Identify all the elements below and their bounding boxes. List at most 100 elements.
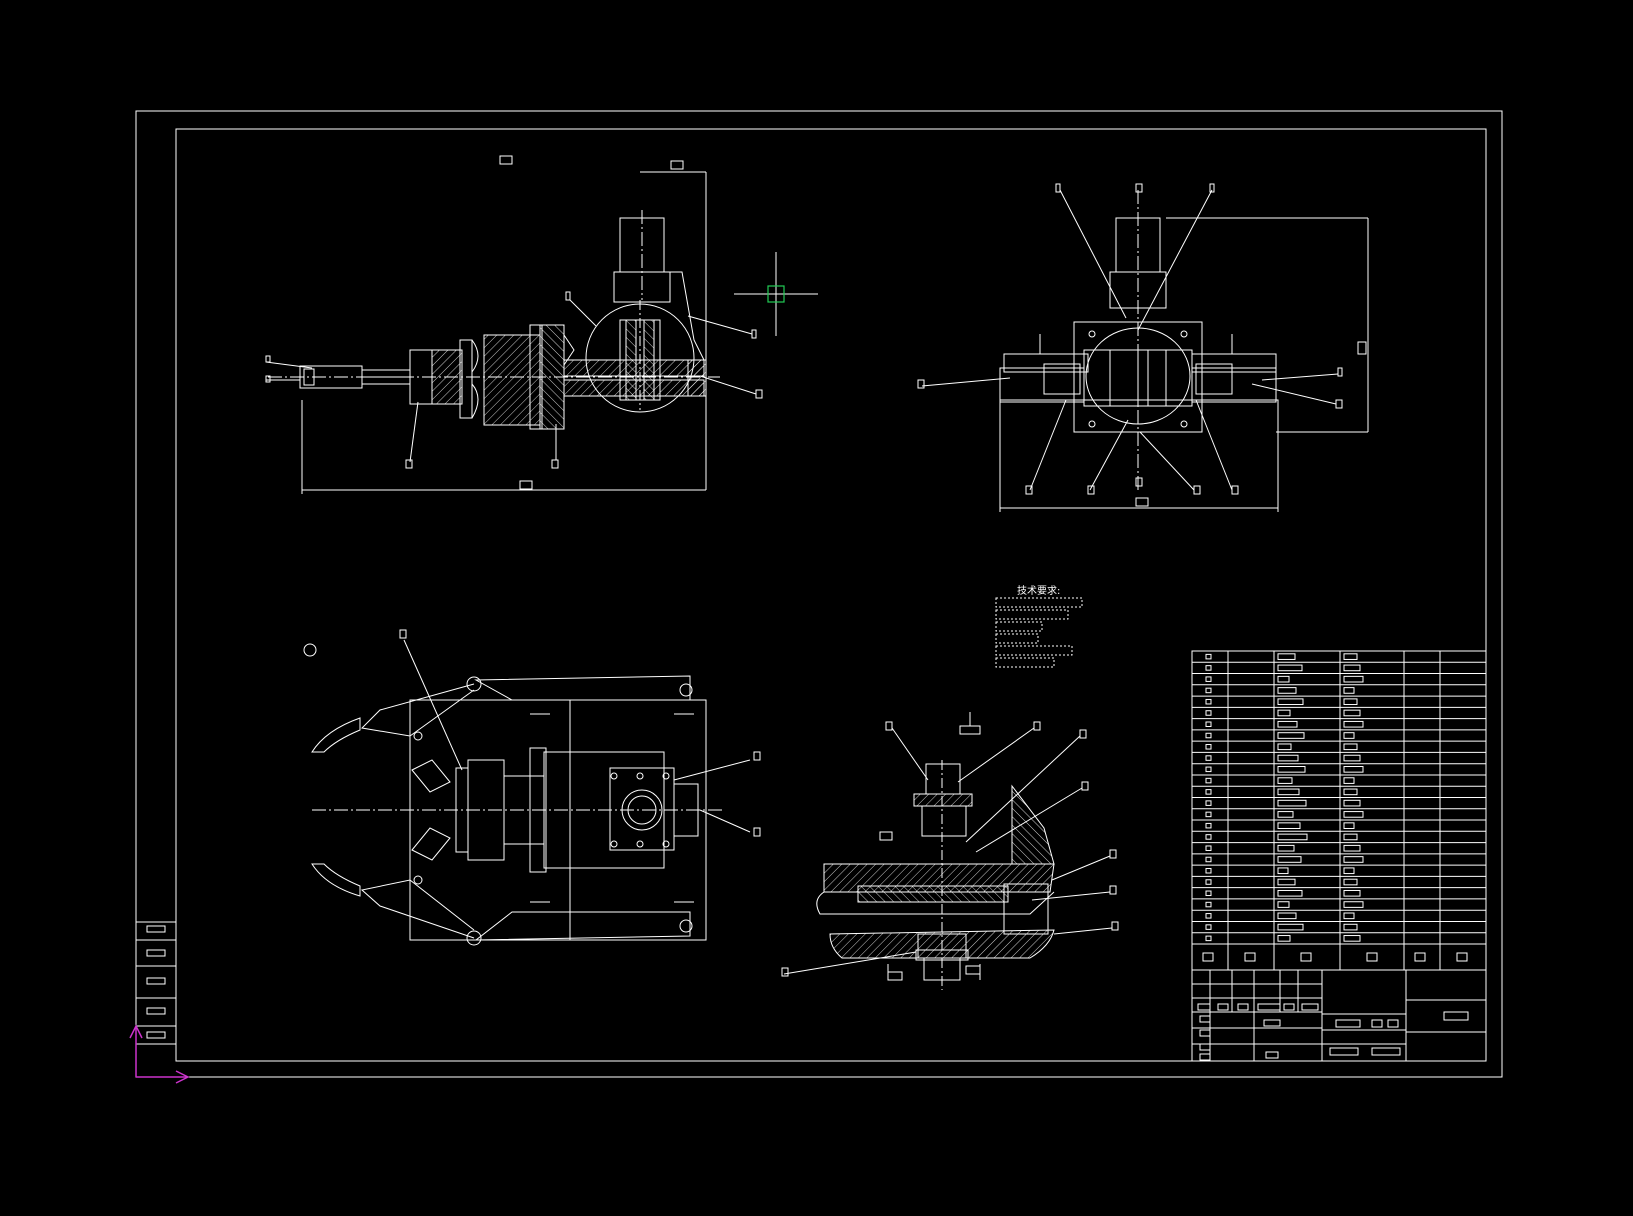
parts-row-number-box — [1205, 653, 1212, 660]
ucs-icon — [129, 1024, 190, 1084]
label-box — [887, 971, 903, 981]
parts-row-material-box — [1343, 867, 1355, 875]
parts-row-material-box — [1343, 799, 1361, 807]
detail-section[interactable] — [781, 712, 1119, 990]
parts-row-material-box — [1343, 833, 1358, 841]
parts-row-number-box — [1205, 710, 1212, 716]
label-box — [965, 965, 981, 975]
label-box — [551, 459, 559, 469]
title-block[interactable] — [1191, 969, 1487, 1062]
parts-row-number-box — [1205, 924, 1212, 930]
cursor-pickbox — [767, 285, 785, 303]
parts-row-name-box — [1277, 856, 1302, 863]
section-label-box — [959, 725, 981, 735]
parts-row-name-box — [1277, 833, 1308, 841]
parts-row-name-box — [1277, 901, 1290, 908]
parts-row-material-box — [1343, 698, 1358, 706]
tech-requirements-title: 技术要求: — [1017, 584, 1060, 597]
parts-row-name-box — [1277, 822, 1301, 829]
binding-strip — [135, 921, 177, 1045]
parts-row-number-box — [1205, 845, 1212, 851]
label-box — [755, 389, 763, 399]
parts-row-number-box — [1205, 789, 1212, 795]
label-box — [1135, 183, 1143, 193]
label-box — [1109, 849, 1117, 859]
parts-row-material-box — [1343, 811, 1364, 818]
parts-row-name-box — [1277, 867, 1289, 875]
parts-list-frame — [1191, 650, 1487, 971]
parts-row-number-box — [1205, 766, 1212, 773]
parts-row-name-box — [1277, 935, 1291, 942]
label-box — [1025, 485, 1033, 495]
inner-border — [175, 128, 1487, 1062]
parts-list-table[interactable] — [1191, 650, 1487, 971]
parts-row-number-box — [1205, 834, 1212, 840]
parts-row-name-box — [1277, 698, 1304, 706]
label-box — [1135, 497, 1149, 507]
parts-row-number-box — [1205, 800, 1212, 806]
tech-requirements-note: 技术要求: — [995, 584, 1083, 668]
outer-border — [135, 110, 1503, 1078]
parts-row-number-box — [1205, 901, 1212, 908]
parts-row-number-box — [1205, 935, 1212, 942]
parts-row-name-box — [1277, 687, 1297, 694]
label-box — [1033, 721, 1041, 731]
label-box — [751, 329, 757, 339]
label-box — [405, 459, 413, 469]
parts-row-number-box — [1205, 913, 1212, 919]
parts-row-name-box — [1277, 664, 1303, 672]
drawing-frame — [135, 110, 1503, 1078]
label-box — [499, 155, 513, 165]
parts-row-name-box — [1277, 743, 1292, 751]
parts-row-name-box — [1277, 844, 1295, 852]
parts-header-box — [1244, 952, 1256, 962]
parts-row-number-box — [1205, 879, 1212, 885]
parts-row-name-box — [1277, 653, 1296, 660]
label-box — [1337, 367, 1343, 377]
label-box — [399, 629, 407, 639]
label-box — [1087, 485, 1095, 495]
parts-row-material-box — [1343, 709, 1361, 717]
parts-row-name-box — [1277, 788, 1300, 796]
label-box — [1335, 399, 1343, 409]
parts-row-number-box — [1205, 856, 1212, 863]
parts-row-number-box — [1205, 867, 1212, 874]
parts-row-material-box — [1343, 777, 1355, 784]
label-box — [917, 379, 925, 389]
front-view[interactable] — [265, 155, 763, 494]
parts-row-number-box — [1205, 755, 1212, 761]
label-box — [1055, 183, 1061, 193]
label-box — [670, 160, 684, 170]
label-box — [781, 967, 789, 977]
parts-row-name-box — [1277, 754, 1299, 762]
parts-row-name-box — [1277, 732, 1305, 739]
parts-row-name-box — [1277, 889, 1303, 897]
parts-row-number-box — [1205, 744, 1212, 750]
parts-row-number-box — [1205, 777, 1212, 784]
side-view[interactable] — [917, 183, 1369, 512]
parts-row-name-box — [1277, 720, 1298, 728]
parts-row-name-box — [1277, 675, 1290, 683]
plan-view[interactable] — [303, 629, 761, 946]
label-box — [1111, 921, 1119, 931]
parts-header-box — [1366, 952, 1378, 962]
label-box — [753, 827, 761, 837]
label-box — [565, 291, 571, 301]
parts-header-box — [1414, 952, 1426, 962]
parts-row-material-box — [1343, 732, 1355, 739]
label-box — [265, 375, 271, 383]
label-box — [1193, 485, 1201, 495]
parts-row-name-box — [1277, 799, 1307, 807]
parts-row-number-box — [1205, 732, 1212, 739]
parts-row-material-box — [1343, 923, 1358, 931]
parts-row-material-box — [1343, 653, 1358, 660]
label-box — [753, 751, 761, 761]
parts-row-number-box — [1205, 687, 1212, 694]
label-box — [1357, 341, 1367, 355]
label-box — [1231, 485, 1239, 495]
parts-header-box — [1456, 952, 1468, 962]
parts-row-name-box — [1277, 766, 1306, 773]
parts-row-name-box — [1277, 777, 1293, 784]
label-box — [265, 355, 271, 363]
